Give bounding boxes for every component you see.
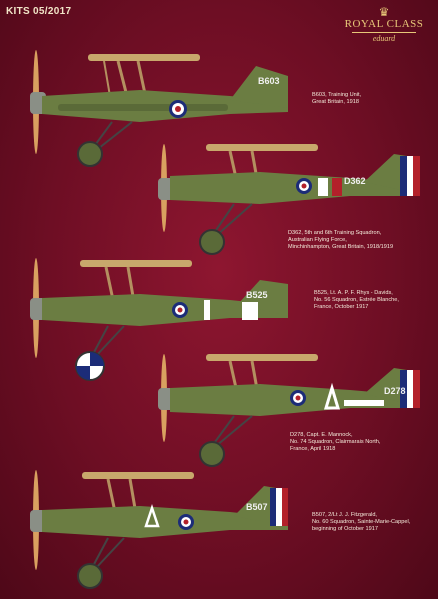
brand-subtitle: eduard xyxy=(372,34,396,43)
aircraft-profile-2 xyxy=(158,144,420,255)
caption-line: B603, Training Unit, xyxy=(312,92,362,98)
caption-3: B525, Lt. A. P. F. Rhys - Davids, No. 56… xyxy=(314,290,434,311)
caption-5: B507, 2/Lt J. J. Fitzgerald, No. 60 Squa… xyxy=(312,512,436,533)
caption-line: Australian Flying Force, xyxy=(288,237,347,243)
caption-line: No. 60 Squadron, Sainte-Marie-Cappel, xyxy=(312,519,411,525)
aircraft-serial-4: D278 xyxy=(384,386,406,396)
caption-line: B507, 2/Lt J. J. Fitzgerald, xyxy=(312,512,377,518)
brand-divider xyxy=(352,32,416,33)
aircraft-profile-3 xyxy=(30,258,288,381)
aircraft-serial-3: B525 xyxy=(246,290,268,300)
aircraft-serial-5: B507 xyxy=(246,502,268,512)
caption-2: D362, 5th and 6th Training Squadron, Aus… xyxy=(288,230,428,251)
caption-line: No. 56 Squadron, Estrée Blanche, xyxy=(314,297,399,303)
aircraft-profile-4 xyxy=(158,354,420,467)
brand-logo: ♛ ROYAL CLASS eduard xyxy=(338,6,430,43)
aircraft-profile-5 xyxy=(30,470,288,589)
caption-line: beginning of October 1917 xyxy=(312,526,378,532)
caption-line: Minchinhampton, Great Britain, 1918/1919 xyxy=(288,244,394,250)
brand-title: ROYAL CLASS xyxy=(344,18,424,30)
kit-code: KITS 05/2017 xyxy=(6,6,72,17)
caption-line: B525, Lt. A. P. F. Rhys - Davids, xyxy=(314,290,393,296)
caption-line: D278, Capt. E. Mannock, xyxy=(290,432,353,438)
caption-line: D362, 5th and 6th Training Squadron, xyxy=(288,230,382,236)
crown-icon: ♛ xyxy=(378,5,390,19)
aircraft-serial-1: B603 xyxy=(258,76,280,86)
caption-line: Great Britain, 1918 xyxy=(312,99,359,105)
caption-4: D278, Capt. E. Mannock, No. 74 Squadron,… xyxy=(290,432,430,453)
aircraft-serial-2: D362 xyxy=(344,176,366,186)
aircraft-profile-1 xyxy=(30,50,288,167)
caption-line: No. 74 Squadron, Clairmarais North, xyxy=(290,439,381,445)
caption-line: France, October 1917 xyxy=(314,304,369,310)
caption-1: B603, Training Unit, Great Britain, 1918 xyxy=(312,92,432,106)
caption-line: France, April 1918 xyxy=(290,446,336,452)
